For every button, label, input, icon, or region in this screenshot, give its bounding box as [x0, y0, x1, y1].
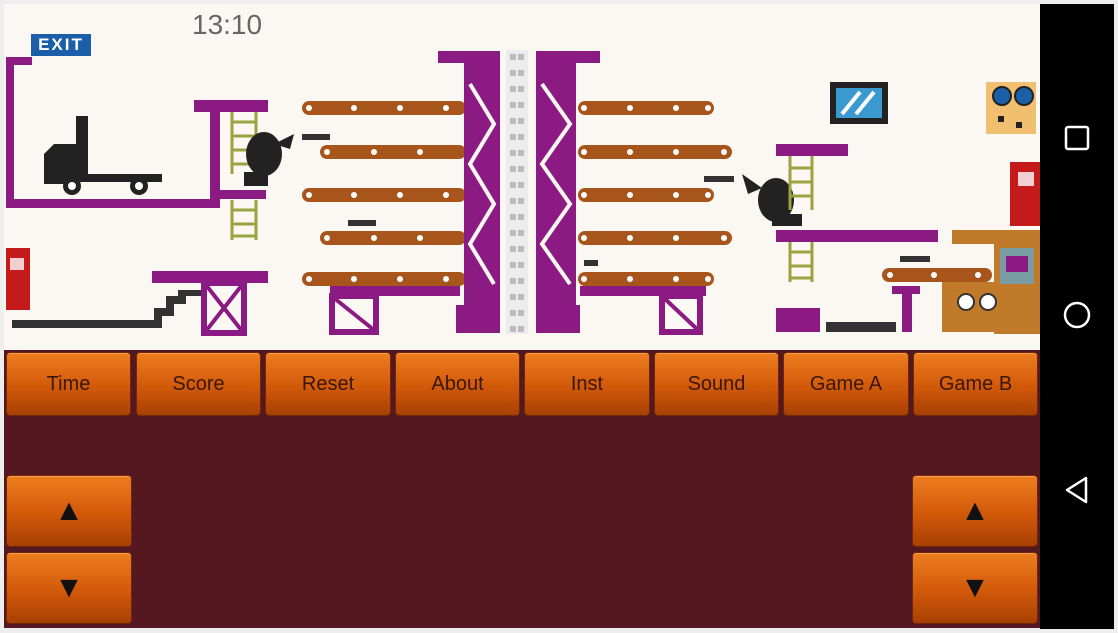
time-button[interactable]: Time [6, 352, 131, 416]
central-tower [438, 50, 600, 334]
up-arrow-icon: ▲ [960, 494, 990, 527]
machine-icon [942, 230, 1040, 334]
reset-button[interactable]: Reset [265, 352, 391, 416]
sound-button[interactable]: Sound [654, 352, 779, 416]
game-a-button[interactable]: Game A [783, 352, 909, 416]
control-panel: Time Score Reset About Inst Sound Game A… [4, 350, 1040, 628]
recents-icon[interactable] [1061, 122, 1093, 154]
game-b-button[interactable]: Game B [913, 352, 1038, 416]
exit-sign: EXIT [31, 34, 91, 56]
right-up-button[interactable]: ▲ [912, 475, 1038, 547]
left-up-button[interactable]: ▲ [6, 475, 132, 547]
about-button[interactable]: About [395, 352, 520, 416]
status-clock: 13:10 [192, 9, 263, 40]
game-screen: EXIT 13:10 Time Score Reset About Inst S… [4, 4, 1040, 628]
android-nav-bar [1040, 4, 1114, 629]
right-down-button[interactable]: ▼ [912, 552, 1038, 624]
score-button[interactable]: Score [136, 352, 261, 416]
worker-left-icon [244, 132, 294, 186]
back-icon[interactable] [1061, 474, 1093, 506]
factory-scene [6, 50, 1040, 336]
down-arrow-icon: ▼ [54, 571, 84, 604]
worker-right-icon [742, 174, 802, 226]
truck-icon [44, 116, 162, 195]
inst-button[interactable]: Inst [524, 352, 650, 416]
home-icon[interactable] [1061, 299, 1093, 331]
right-conveyors [578, 101, 734, 286]
left-conveyors [302, 101, 466, 286]
down-arrow-icon: ▼ [960, 571, 990, 604]
left-down-button[interactable]: ▼ [6, 552, 132, 624]
up-arrow-icon: ▲ [54, 494, 84, 527]
game-playfield: EXIT 13:10 [4, 4, 1040, 350]
